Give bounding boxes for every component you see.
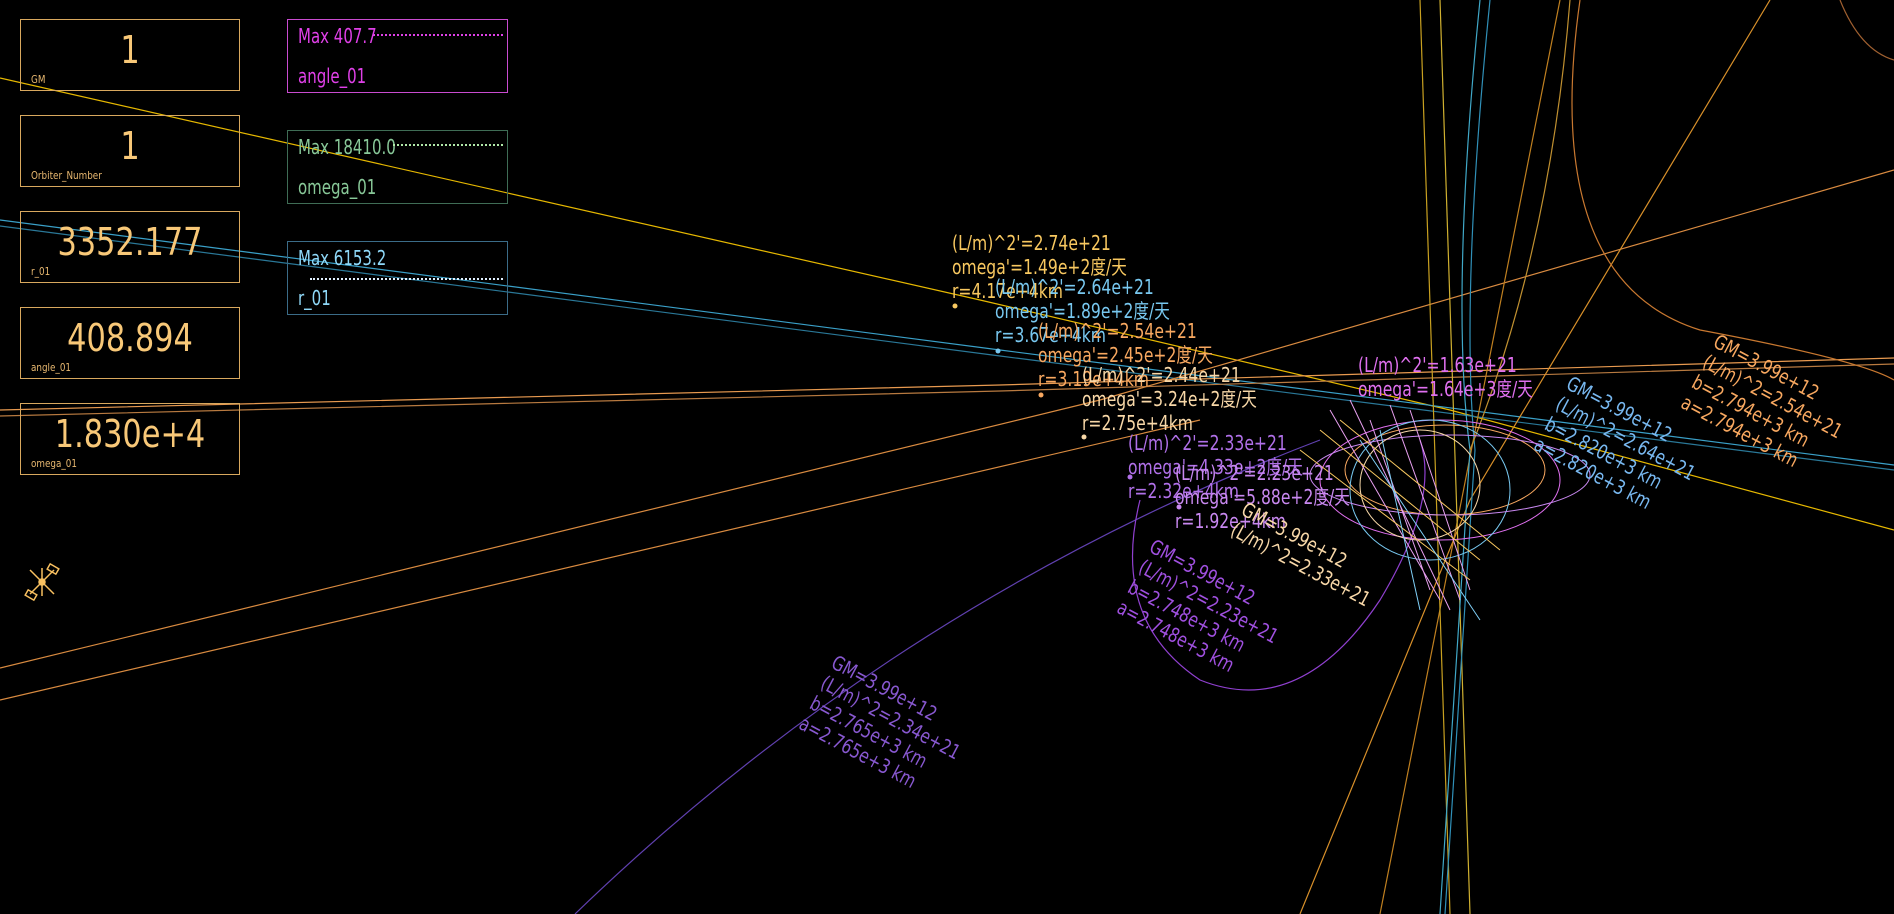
satellite-marker — [1081, 434, 1087, 440]
graph-name: angle_01 — [298, 64, 367, 88]
graph-trace — [373, 34, 503, 36]
satellite-markers — [952, 303, 1182, 510]
readout-label: Orbiter_Number — [31, 169, 102, 182]
readout-gm: 1 GM — [20, 19, 240, 91]
readout-value: 408.894 — [67, 316, 193, 360]
satellite-marker — [1038, 392, 1044, 398]
readout-value: 1.830e+4 — [54, 412, 206, 456]
trajectory-gold-h — [1439, 0, 1471, 914]
trajectory-blue-b — [0, 225, 1894, 471]
label-line: r=2.75e+4km — [1082, 412, 1193, 435]
trajectory-cyan-i — [1439, 0, 1481, 914]
readout-label: angle_01 — [31, 361, 72, 374]
readout-value: 1 — [120, 28, 140, 72]
label-line: (L/m)^2'=2.23e+21 — [1175, 462, 1334, 485]
trajectory-gold-e — [1299, 0, 1771, 914]
readout-value: 3352.177 — [57, 220, 203, 264]
satellite-marker — [1176, 504, 1182, 510]
graph-omega[interactable]: Max 18410.0 omega_01 — [287, 130, 508, 204]
readout-angle: 408.894 angle_01 — [20, 307, 240, 379]
trajectory-orange-m — [1839, 0, 1894, 61]
graph-max-label: Max 407.7 — [298, 24, 377, 48]
satellite-marker — [1127, 474, 1133, 480]
readout-label: r_01 — [31, 265, 51, 278]
orbit-label: GM=3.99e+12(L/m)^2=2.34e+21b=2.765e+3 km… — [795, 651, 975, 805]
graph-trace — [310, 278, 503, 280]
central-cluster — [1299, 399, 1591, 621]
readout-orbiter-number: 1 Orbiter_Number — [20, 115, 240, 187]
trajectory-orange-b — [0, 363, 1894, 417]
graph-angle[interactable]: Max 407.7 angle_01 — [287, 19, 508, 93]
label-line: (L/m)^2'=2.44e+21 — [1082, 364, 1241, 387]
graph-max-label: Max 6153.2 — [298, 246, 387, 270]
readout-label: GM — [31, 73, 46, 86]
label-line: (L/m)^2'=1.63e+21 — [1358, 354, 1517, 377]
label-line: r=2.32e+4km — [1128, 480, 1239, 503]
satellite-marker — [995, 348, 1001, 354]
trajectory-orange-c — [0, 169, 1894, 669]
label-line: omega'=1.49e+2度/天 — [952, 256, 1127, 279]
label-line: omega'=3.24e+2度/天 — [1082, 388, 1257, 411]
trajectory-orange-a — [0, 357, 1894, 411]
label-line: (L/m)^2'=2.74e+21 — [952, 232, 1111, 255]
label-line: r=3.19e+4km — [1038, 368, 1149, 391]
label-line: r=3.67e+4km — [995, 324, 1106, 347]
trajectory-gold-g — [1419, 0, 1451, 914]
label-line: omega'=4.33e+2度/天 — [1128, 456, 1303, 479]
trajectory-purple-o — [1131, 439, 1426, 691]
readout-value: 1 — [120, 124, 140, 168]
label-line: r=4.17e+4km — [952, 280, 1063, 303]
orbit-label: GM=3.99e+12(L/m)^2=2.64e+21b=2.820e+3 km… — [1530, 372, 1710, 526]
label-line: omega'=1.64e+3度/天 — [1358, 378, 1533, 401]
label-line: omega'=2.45e+2度/天 — [1038, 344, 1213, 367]
label-line: omega'=1.89e+2度/天 — [995, 300, 1170, 323]
label-line: r=1.92e+4km — [1175, 510, 1286, 533]
orbit-labels: GM=3.99e+12(L/m)^2=2.54e+21b=2.794e+3 km… — [795, 330, 1846, 805]
trajectory-cyan-j — [1444, 0, 1491, 914]
graph-r[interactable]: Max 6153.2 r_01 — [287, 241, 508, 315]
trajectory-purple-n — [574, 439, 1321, 914]
graph-trace — [393, 144, 503, 146]
graph-max-label: Max 18410.0 — [298, 135, 396, 159]
satellite-marker — [952, 303, 958, 309]
graph-name: omega_01 — [298, 175, 377, 199]
trajectory-orange-d — [0, 419, 1201, 701]
trajectory-yellow — [0, 77, 1894, 531]
trajectory-gold-k — [1469, 0, 1571, 451]
label-line: omega'=5.88e+2度/天 — [1175, 486, 1350, 509]
trajectory-orange-l — [1571, 0, 1894, 381]
readout-r: 3352.177 r_01 — [20, 211, 240, 283]
readout-label: omega_01 — [31, 457, 77, 470]
graph-name: r_01 — [298, 286, 331, 310]
label-line: (L/m)^2'=2.33e+21 — [1128, 432, 1287, 455]
label-line: (L/m)^2'=2.64e+21 — [995, 276, 1154, 299]
readout-omega: 1.830e+4 omega_01 — [20, 403, 240, 475]
label-line: (L/m)^2'=2.54e+21 — [1038, 320, 1197, 343]
spacecraft-icon[interactable] — [24, 562, 60, 602]
